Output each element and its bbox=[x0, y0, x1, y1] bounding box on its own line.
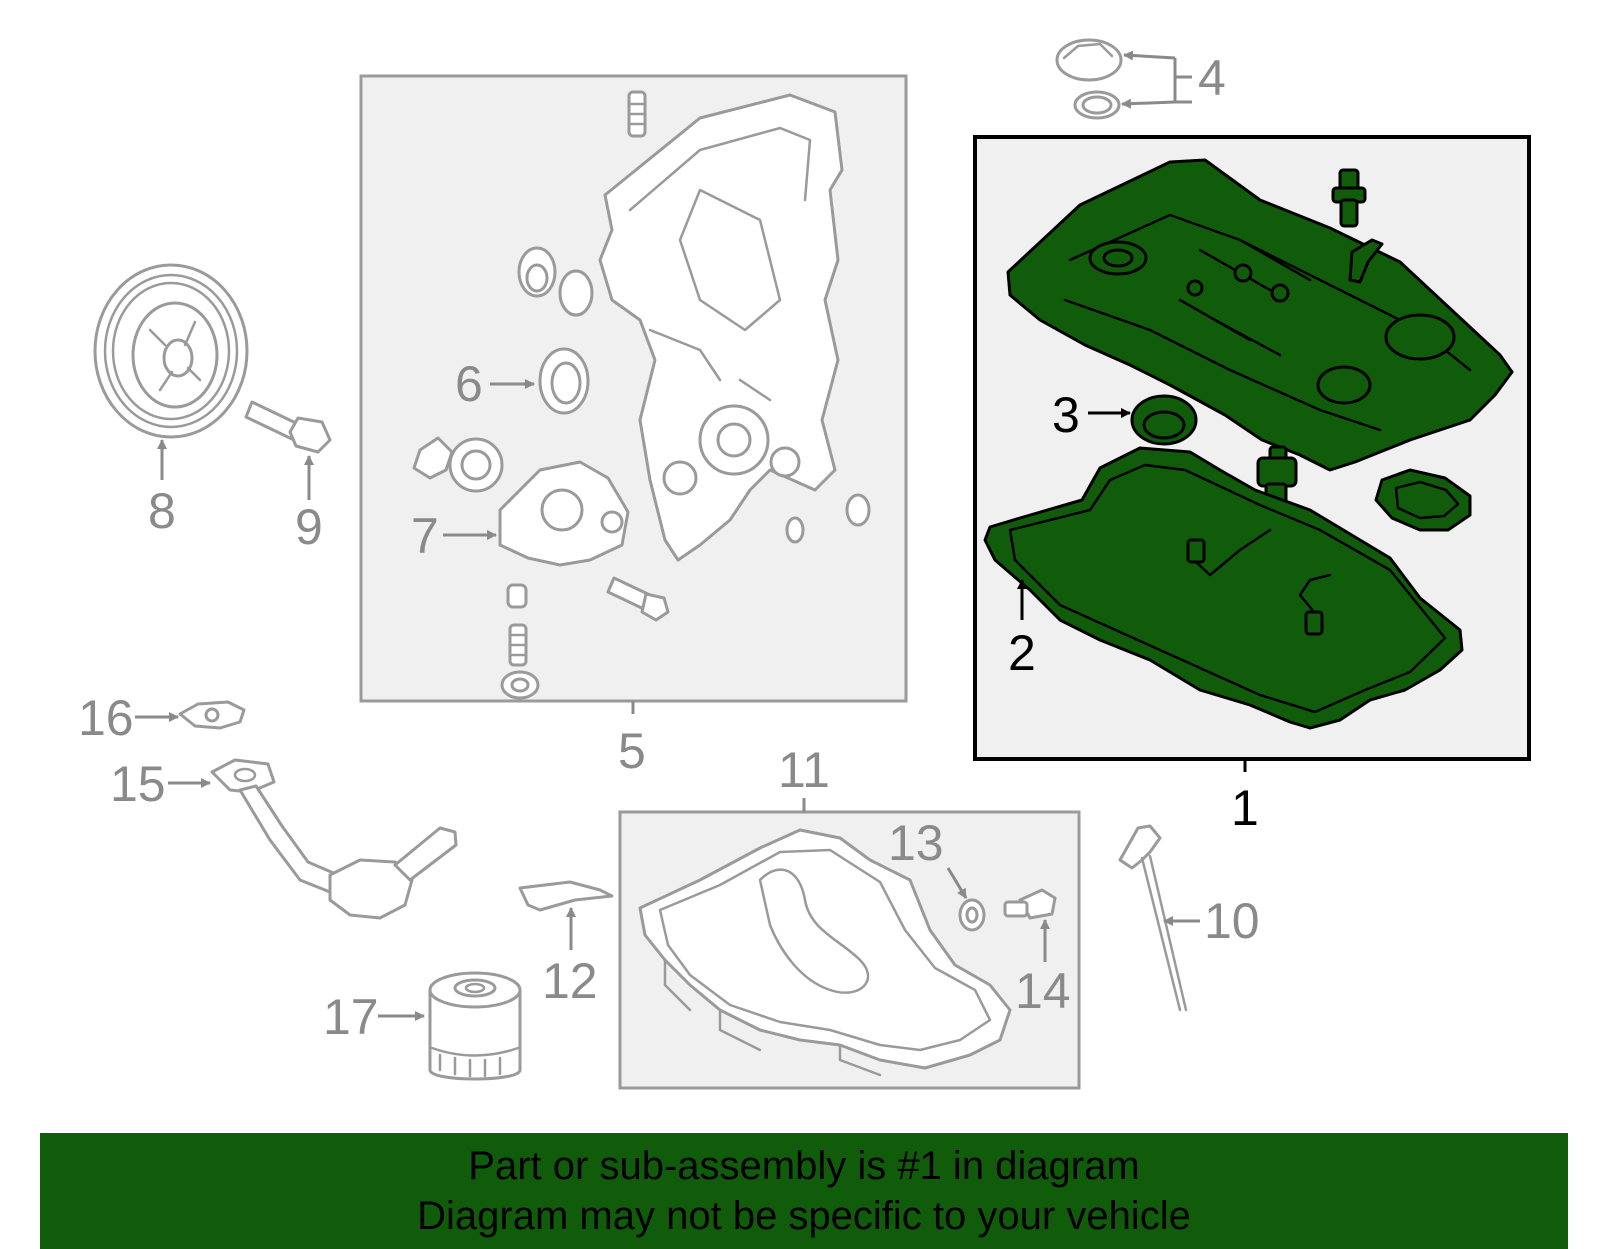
small-o-ring-part[interactable] bbox=[785, 493, 871, 544]
crankshaft-bolt-part[interactable] bbox=[244, 400, 332, 454]
oil-strainer-part[interactable] bbox=[210, 758, 458, 920]
callout-13[interactable]: 13 bbox=[888, 815, 944, 871]
callout-6[interactable]: 6 bbox=[455, 356, 483, 412]
valve-cover-box bbox=[973, 135, 1531, 761]
callout-7[interactable]: 7 bbox=[411, 508, 439, 564]
drain-plug-washer-part[interactable] bbox=[958, 898, 986, 932]
leader-lines bbox=[135, 50, 1247, 1021]
oil-pan-group-box bbox=[618, 810, 1081, 1090]
crankshaft-pulley-part[interactable] bbox=[93, 263, 249, 439]
callout-9[interactable]: 9 bbox=[295, 499, 323, 555]
oil-gasket-16-part[interactable] bbox=[178, 700, 246, 730]
breather-fitting-part[interactable] bbox=[1348, 238, 1384, 284]
callout-labels: 4 5 6 7 8 9 16 15 11 12 13 14 10 17 1 2 … bbox=[78, 50, 1260, 1045]
callout-1[interactable]: 1 bbox=[1231, 780, 1259, 836]
oil-pump-part[interactable] bbox=[412, 436, 630, 567]
callout-8[interactable]: 8 bbox=[148, 483, 176, 539]
dowel-pin-part[interactable] bbox=[627, 90, 647, 138]
callout-14[interactable]: 14 bbox=[1015, 963, 1071, 1019]
relief-valve-part[interactable] bbox=[500, 583, 540, 700]
small-gasket-part[interactable] bbox=[1374, 468, 1472, 532]
callout-3[interactable]: 3 bbox=[1052, 387, 1080, 443]
valve-cover-part[interactable] bbox=[1006, 158, 1514, 472]
baffle-bracket-part[interactable] bbox=[518, 880, 614, 912]
dipstick-part[interactable] bbox=[1118, 824, 1188, 1012]
timing-cover-group-box bbox=[359, 74, 908, 703]
oil-pan-part[interactable] bbox=[638, 828, 1012, 1077]
drain-plug-part[interactable] bbox=[1003, 888, 1057, 920]
callout-16[interactable]: 16 bbox=[78, 690, 134, 746]
callout-11[interactable]: 11 bbox=[778, 742, 830, 798]
footer-line-1: Part or sub-assembly is #1 in diagram bbox=[468, 1144, 1140, 1188]
seal-pair-part[interactable] bbox=[517, 246, 594, 317]
callout-10[interactable]: 10 bbox=[1204, 893, 1260, 949]
front-crank-seal-part[interactable] bbox=[538, 347, 590, 415]
callout-12[interactable]: 12 bbox=[542, 953, 598, 1009]
valve-cover-gasket-part[interactable] bbox=[983, 446, 1464, 730]
timing-cover-part[interactable] bbox=[598, 93, 844, 562]
callout-4[interactable]: 4 bbox=[1198, 50, 1226, 106]
footer-line-2: Diagram may not be specific to your vehi… bbox=[417, 1194, 1191, 1238]
oil-filler-cap-part[interactable] bbox=[1055, 38, 1123, 120]
spark-plug-tube-seal-part[interactable] bbox=[1130, 394, 1198, 446]
oil-filter-part[interactable] bbox=[428, 971, 522, 1081]
oil-pump-bolt-part[interactable] bbox=[606, 576, 670, 622]
callout-2[interactable]: 2 bbox=[1008, 625, 1036, 681]
footer-banner: Part or sub-assembly is #1 in diagram Di… bbox=[40, 1133, 1568, 1249]
callout-17[interactable]: 17 bbox=[323, 989, 379, 1045]
pcv-valve-part[interactable] bbox=[1331, 168, 1367, 228]
callout-5[interactable]: 5 bbox=[618, 723, 646, 779]
callout-15[interactable]: 15 bbox=[110, 756, 166, 812]
